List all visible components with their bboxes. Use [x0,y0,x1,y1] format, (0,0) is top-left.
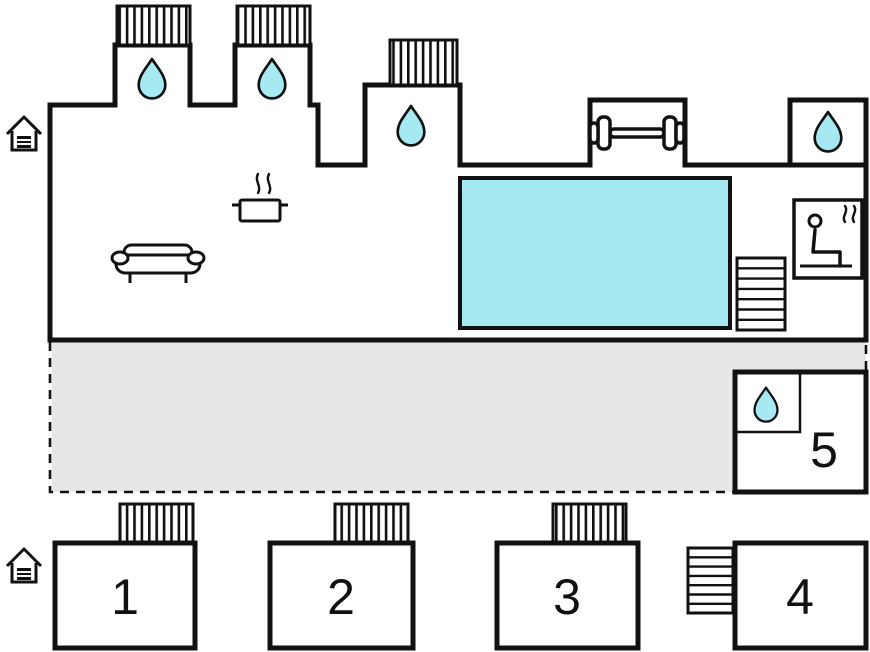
hatched-window-icon [118,502,195,545]
room-3: 3 [494,540,641,651]
terrace-area [52,341,866,492]
room-4-label: 4 [786,569,814,625]
cooking-pot-icon [232,172,288,223]
hatched-window-icon [551,502,628,545]
room-2-label: 2 [327,569,355,625]
sauna-icon [792,198,864,280]
room-5: 5 [732,369,869,495]
floor-indicator-house-icon [5,547,43,584]
hatched-window-icon [333,502,410,545]
swimming-pool [458,176,732,330]
hatched-window-icon [388,38,459,87]
room-3-label: 3 [553,569,581,625]
room-5-label: 5 [810,422,838,478]
room-1: 1 [52,540,198,651]
dumbbell-icon [588,115,686,151]
stairs-icon [735,256,787,332]
stairs-icon [686,546,735,615]
hatched-window-icon [115,4,192,47]
room-2: 2 [267,540,416,651]
room-4: 4 [732,540,869,651]
sofa-icon [110,243,206,283]
room-1-label: 1 [111,569,139,625]
floor-indicator-house-icon [5,115,43,152]
hatched-window-icon [235,4,312,47]
